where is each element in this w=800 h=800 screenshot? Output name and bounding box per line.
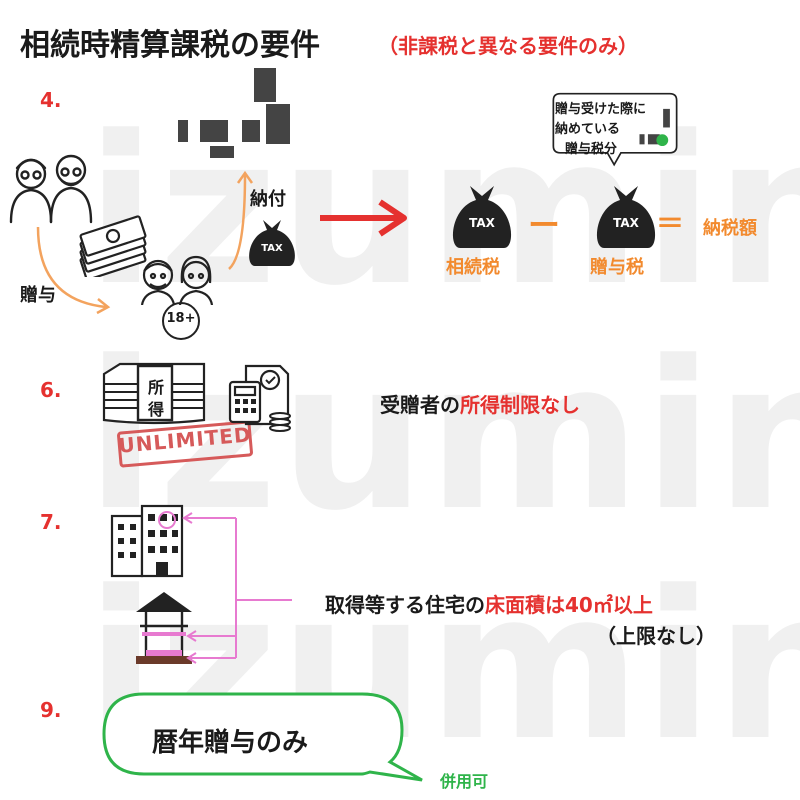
floor-area-text: 取得等する住宅の床面積は40㎡以上 [325, 589, 653, 618]
calculator-document-icon [228, 364, 291, 432]
floor-area-prefix: 取得等する住宅の [325, 593, 485, 617]
equals-sign: ＝ [656, 207, 685, 240]
gift-tax-label: 贈与税 [590, 257, 644, 278]
income-limit-text: 受贈者の所得制限なし [380, 389, 580, 418]
watermark-top: izumin [86, 93, 800, 331]
age-badge [162, 302, 200, 340]
pay-flow-arrow [228, 170, 254, 270]
pay-label: 納付 [250, 189, 286, 210]
income-stack-icon [102, 362, 206, 425]
tax-bag-text: TAX [261, 243, 283, 254]
section-number-9: 9. [40, 698, 62, 722]
red-arrow-icon [320, 199, 407, 237]
gift-tax-bag-icon [596, 186, 656, 248]
speech-bubble [102, 692, 423, 782]
combinable-label: 併用可 [440, 772, 489, 791]
bar-chart-icon [178, 68, 290, 158]
bubble-line-3: 贈与税分 [565, 142, 618, 157]
gift-tax-bubble [552, 92, 678, 167]
income-char-2: 得 [148, 400, 165, 419]
floor-area-highlight: 床面積は40㎡以上 [485, 593, 653, 617]
minus-sign: ー [528, 206, 561, 244]
floor-area-note: （上限なし） [596, 624, 716, 648]
page-subtitle: （非課税と異なる要件のみ） [378, 34, 638, 58]
income-limit-highlight: 所得制限なし [460, 393, 580, 417]
gift-tax-bubble-text: 贈与受けた際に 納めている 贈与税分 [555, 100, 655, 160]
speech-bubble-text: 暦年贈与のみ [152, 728, 309, 758]
floor-area-connector [182, 512, 292, 664]
gift-tax-bag-text: TAX [613, 216, 639, 230]
bubble-line-2: 納めている [555, 122, 621, 137]
gift-label: 贈与 [20, 285, 56, 306]
grandparents-icon [9, 154, 93, 224]
income-limit-prefix: 受贈者の [380, 393, 460, 417]
section-number-6: 6. [40, 378, 62, 402]
section-number-7: 7. [40, 510, 62, 534]
apartment-floor-highlight [158, 511, 176, 529]
tax-bag-icon [249, 220, 295, 266]
inheritance-tax-bag-icon [452, 186, 512, 248]
inheritance-tax-label: 相続税 [446, 257, 500, 278]
age-badge-text: 18+ [166, 311, 196, 326]
house-icon [136, 592, 192, 664]
inheritance-tax-bag-text: TAX [469, 216, 495, 230]
section-number-4: 4. [40, 88, 62, 112]
bubble-line-1: 贈与受けた際に [555, 102, 647, 117]
income-char-1: 所 [148, 378, 165, 397]
young-couple-icon [140, 255, 214, 305]
gift-flow-arrow [36, 226, 111, 315]
result-label: 納税額 [703, 218, 757, 239]
money-stack-icon [79, 215, 147, 277]
apartment-building-icon [110, 504, 184, 578]
page-title: 相続時精算課税の要件 [20, 28, 320, 63]
